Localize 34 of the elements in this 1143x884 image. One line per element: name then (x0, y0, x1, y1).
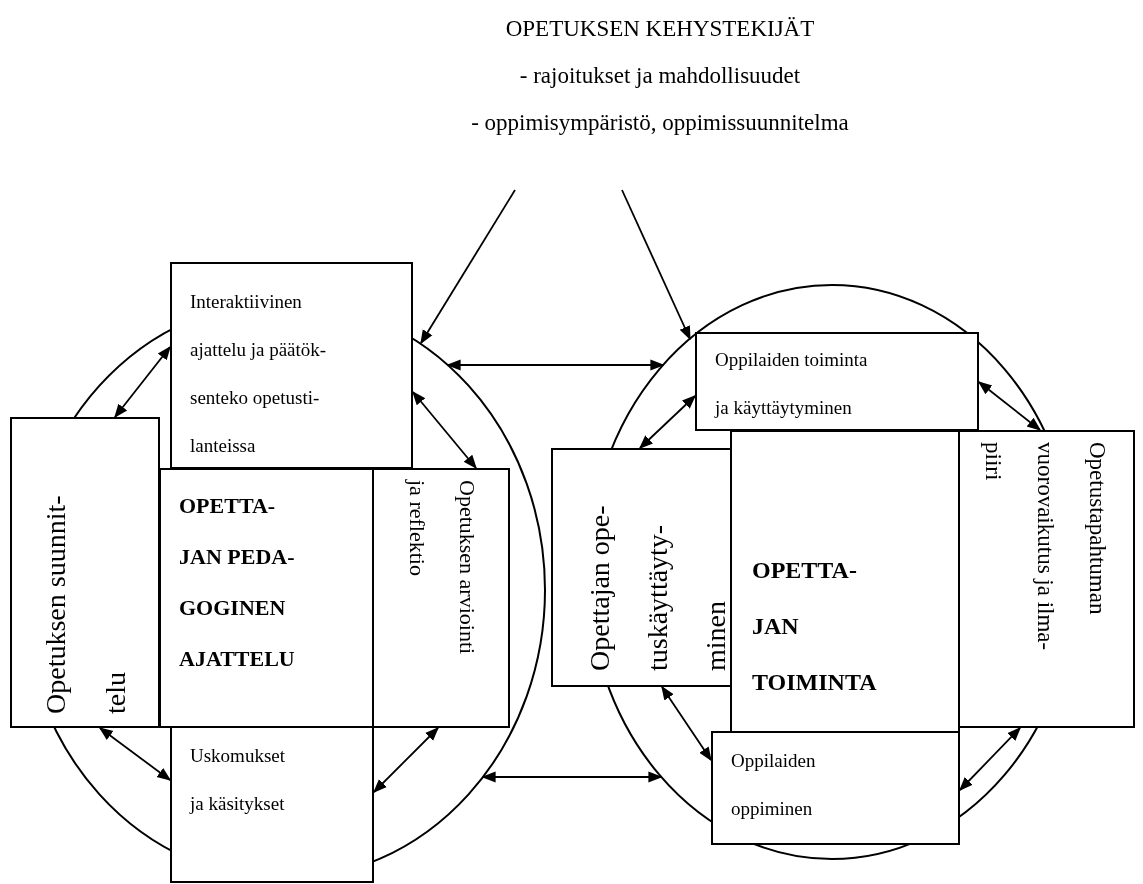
bullet-text: - oppimisympäristö, oppimissuunnitelma (470, 110, 850, 136)
double-arrow (373, 727, 439, 793)
arrow (420, 189, 516, 345)
text-box (170, 726, 374, 883)
double-arrow (412, 390, 477, 470)
double-arrow (661, 685, 712, 762)
heading-text: OPETUKSEN KEHYSTEKIJÄT (504, 16, 816, 42)
box-text: Opetustapahtuman vuorovaikutus ja ilma- piiri (980, 442, 1111, 653)
central-box (730, 430, 960, 733)
double-arrow (98, 727, 172, 781)
text-box (10, 417, 160, 728)
text-box (551, 448, 732, 687)
text-box (711, 731, 960, 845)
double-arrow (639, 395, 696, 449)
double-arrow (446, 359, 665, 371)
bullet-text: - rajoitukset ja mahdollisuudet (518, 63, 802, 89)
box-text: Opettajan ope- tuskäyttäyty- minen (583, 504, 732, 671)
double-arrow (114, 345, 171, 419)
box-text: Oppilaiden toiminta ja käyttäytyminen (715, 348, 869, 420)
heading-text: OPETTA- JAN PEDA- GOGINEN AJATTELU (179, 492, 296, 673)
box-text: Uskomukset ja käsitykset (190, 744, 286, 816)
text-box (372, 468, 510, 728)
box-text: Oppilaiden oppiminen (731, 749, 817, 821)
arrow (621, 189, 691, 341)
box-text: Interaktiivinen ajattelu ja päätök- senteko opetusti- lanteissa (190, 290, 328, 458)
text-box (695, 332, 979, 431)
box-text: Opetuksen arviointi ja reflektio (404, 480, 481, 657)
central-box (159, 468, 374, 728)
text-box (170, 262, 413, 469)
double-arrow (481, 771, 663, 783)
box-text: Opetuksen suunnit- telu (39, 494, 132, 714)
double-arrow (959, 727, 1021, 791)
text-box (958, 430, 1135, 728)
heading-text: OPETTA- JAN TOIMINTA (752, 556, 878, 697)
